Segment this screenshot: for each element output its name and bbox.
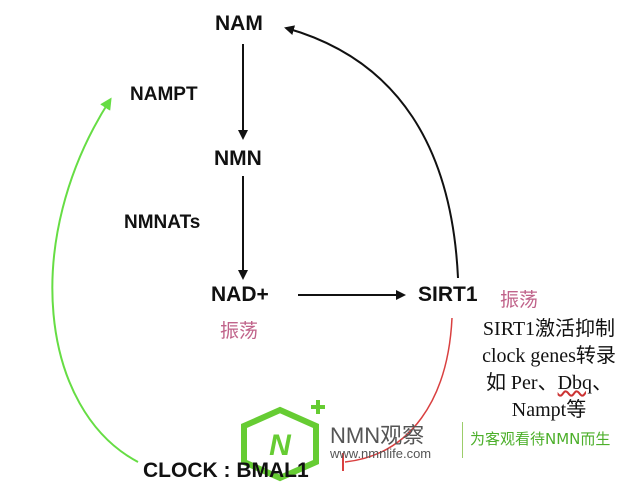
nad-oscillation-label: 振荡 bbox=[220, 320, 259, 342]
node-sirt1: SIRT1 bbox=[418, 283, 478, 306]
arrow-sirt1-to-nam bbox=[284, 25, 459, 279]
watermark-slogan: 为客观看待NMN而生 bbox=[470, 430, 611, 448]
node-nmn: NMN bbox=[214, 147, 262, 170]
note-line-1: SIRT1激活抑制 bbox=[482, 318, 616, 340]
nmn-logo-icon: N bbox=[241, 400, 325, 482]
watermark-brand: NMN观察 bbox=[330, 423, 425, 448]
arrow-clock-to-nampt bbox=[51, 97, 139, 463]
node-nam: NAM bbox=[215, 12, 263, 35]
sirt1-note: SIRT1激活抑制 clock genes转录 如 Per、Dbq、 Nampt… bbox=[456, 316, 640, 424]
svg-text:N: N bbox=[269, 429, 292, 462]
sirt1-oscillation-label: 振荡 bbox=[500, 289, 539, 311]
node-nad: NAD+ bbox=[211, 283, 269, 306]
node-clock-bmal1: CLOCK : BMAL1 bbox=[143, 459, 309, 482]
note-line-3: 如 Per、Dbq、 bbox=[485, 372, 613, 394]
enzyme-nmnats: NMNATs bbox=[124, 212, 201, 233]
note-line-2: clock genes转录 bbox=[482, 345, 616, 367]
enzyme-nampt: NAMPT bbox=[130, 84, 198, 105]
note-line-4: Nampt等 bbox=[511, 399, 587, 421]
watermark-divider bbox=[462, 422, 463, 458]
watermark-url: www.nmnlife.com bbox=[330, 446, 432, 461]
inhibit-sirt1-to-clock bbox=[344, 317, 453, 463]
